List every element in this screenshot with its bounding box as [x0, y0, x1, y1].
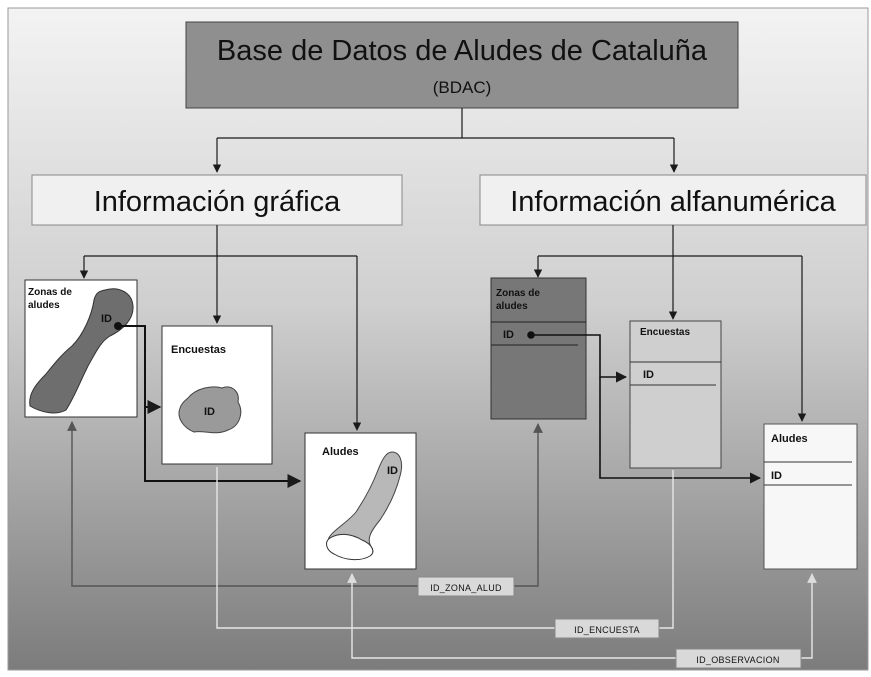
key-encuesta-label: ID_ENCUESTA [574, 625, 640, 635]
zona-key-link [67, 421, 543, 587]
page-subtitle: (BDAC) [433, 78, 492, 97]
branch-graphic: Información gráfica [31, 174, 403, 226]
encuestas-shape [178, 386, 242, 434]
alphanumeric-connectors [533, 225, 807, 422]
table-zonas-id: ID [503, 329, 514, 341]
graphic-connectors [79, 225, 362, 431]
encuestas-label: Encuestas [171, 344, 226, 356]
key-observacion-box: ID_OBSERVACION [675, 648, 802, 669]
aludes-runout-shape [326, 533, 374, 561]
zonas-label-1: Zonas de [28, 287, 72, 298]
aludes-label: Aludes [322, 446, 359, 458]
graphic-zonas-box: Zonas de aludes ID [24, 279, 138, 418]
table-zonas: Zonas de aludes ID [490, 277, 587, 420]
key-encuesta-box: ID_ENCUESTA [554, 618, 660, 639]
table-aludes-id: ID [771, 470, 782, 482]
graphic-aludes-box: Aludes ID [304, 432, 417, 570]
table-encuestas: Encuestas ID [629, 320, 722, 469]
background-panel [7, 7, 869, 671]
table-encuestas-label: Encuestas [640, 327, 690, 338]
page-title: Base de Datos de Aludes de Cataluña [217, 35, 708, 67]
graphic-relations [114, 322, 302, 488]
aludes-id: ID [387, 465, 398, 477]
table-aludes-label: Aludes [771, 433, 808, 445]
table-zonas-label-2: aludes [496, 301, 528, 312]
encuesta-key-link [216, 467, 674, 629]
key-zona-box: ID_ZONA_ALUD [417, 576, 515, 597]
title-box: Base de Datos de Aludes de Cataluña (BDA… [185, 21, 739, 109]
observacion-key-link [347, 573, 817, 659]
table-zonas-label-1: Zonas de [496, 288, 540, 299]
zonas-label-2: aludes [28, 300, 60, 311]
table-aludes: Aludes ID [763, 423, 858, 570]
title-connectors [212, 108, 679, 173]
branch-alphanumeric-label: Información alfanumérica [510, 186, 836, 218]
zonas-shape [29, 288, 134, 414]
table-relations [527, 331, 762, 484]
table-encuestas-id: ID [643, 369, 654, 381]
zonas-id: ID [101, 313, 112, 325]
encuestas-id: ID [204, 406, 215, 418]
graphic-encuestas-box: Encuestas ID [161, 325, 273, 465]
branch-graphic-label: Información gráfica [94, 186, 341, 218]
branch-alphanumeric: Información alfanumérica [479, 174, 867, 226]
key-zona-label: ID_ZONA_ALUD [430, 583, 502, 593]
key-observacion-label: ID_OBSERVACION [696, 655, 779, 665]
